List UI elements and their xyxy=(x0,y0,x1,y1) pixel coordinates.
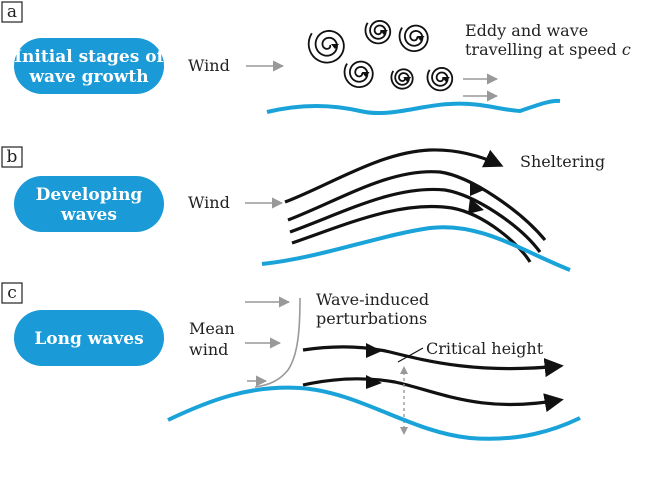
panel-a-letter: a xyxy=(7,2,17,22)
panel-a-stage-line-2: wave growth xyxy=(28,67,148,87)
eddy-arrowhead xyxy=(441,77,450,82)
panel-c-letter: c xyxy=(7,283,17,303)
panel-b-stage-pill xyxy=(14,176,164,232)
eddy-arrowhead xyxy=(416,36,425,41)
panel-c-annotation-line-2: perturbations xyxy=(316,309,427,328)
panel-a: a Initial stages of wave growth Wind Edd… xyxy=(1,1,631,116)
panel-c-stage-pill xyxy=(14,310,164,366)
panel-a-letter-box xyxy=(1,1,23,23)
eddy-icon xyxy=(307,29,345,64)
panel-a-annotation-line-1: Eddy and wave xyxy=(465,21,588,40)
eddy-icon xyxy=(426,66,454,92)
panel-c-flow-arrowhead-2 xyxy=(366,375,382,389)
eddy-arrowhead xyxy=(403,77,412,82)
panel-c-critical-height-down-arrowhead xyxy=(400,427,408,435)
panel-c-wind-label-line-1: Mean xyxy=(189,319,235,338)
eddy-arrowhead xyxy=(361,72,370,77)
panel-a-stage-pill xyxy=(14,38,164,94)
panel-a-wind-label: Wind xyxy=(188,56,230,75)
panel-c-critical-label: Critical height xyxy=(426,339,544,358)
panel-a-annotation-line-2: travelling at speed c xyxy=(465,40,631,59)
eddy-icon xyxy=(398,24,429,53)
eddy-arrowhead xyxy=(379,30,388,35)
panel-c-critical-leader xyxy=(397,347,424,363)
panel-c-annotation-line-1: Wave-induced xyxy=(316,290,429,309)
panel-b-streamline-2 xyxy=(287,170,547,242)
panel-b-flow-arrowhead-2 xyxy=(468,198,484,214)
panel-c-water-surface xyxy=(167,385,581,441)
eddy-icon xyxy=(390,68,414,90)
panel-b-letter-box xyxy=(1,146,23,168)
panel-a-water-surface xyxy=(266,98,561,116)
eddy-icon xyxy=(364,19,392,45)
panel-c: c Long waves Mean wind Wave-induced pert… xyxy=(1,282,581,441)
panel-b-annotation: Sheltering xyxy=(520,152,605,171)
panel-c-flow-arrowhead-1 xyxy=(366,343,382,358)
panel-b-streamline-1 xyxy=(284,148,504,204)
panel-c-streamline-lower xyxy=(302,377,564,413)
panel-c-wind-label-line-2: wind xyxy=(189,340,228,359)
panel-b-stage-line-1: Developing xyxy=(36,185,143,205)
panel-a-stage-line-1: Initial stages of xyxy=(14,47,165,67)
panel-c-stage-line-1: Long waves xyxy=(34,329,143,349)
panel-b-streamlines xyxy=(284,148,547,263)
eddy-icon xyxy=(343,60,374,89)
panel-b-wind-label: Wind xyxy=(188,193,230,212)
panel-a-eddies xyxy=(307,19,454,92)
panel-c-streamline-upper xyxy=(302,345,564,378)
panel-b-flow-arrowhead-1 xyxy=(470,181,484,196)
panel-b-letter: b xyxy=(7,147,18,167)
panel-b-water-surface xyxy=(261,225,571,272)
panel-b-streamline-3 xyxy=(289,187,542,253)
panel-b-stage-line-2: waves xyxy=(60,205,117,225)
panel-b-streamline-4 xyxy=(291,204,532,263)
panel-b: b Developing waves Wind Sheltering xyxy=(1,146,605,272)
panel-c-wind-profile xyxy=(254,297,301,388)
eddy-arrowhead xyxy=(331,44,339,49)
panel-c-critical-height-up-arrowhead xyxy=(400,366,408,374)
panel-c-letter-box xyxy=(1,282,23,304)
